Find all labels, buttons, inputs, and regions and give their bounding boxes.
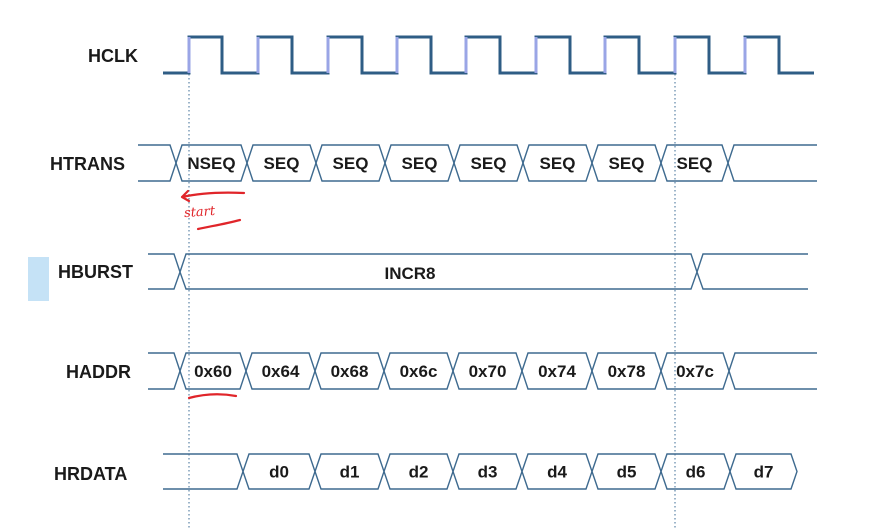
haddr-lead-segment (148, 352, 181, 390)
hrdata-cell-label: d4 (547, 463, 567, 482)
start-underline-stroke (196, 218, 242, 231)
haddr-cell-label: 0x74 (538, 362, 576, 381)
hburst-segment-incr8 (148, 253, 808, 290)
hrdata-cell-label: d6 (686, 463, 706, 482)
htrans-lead-segment (138, 144, 177, 182)
signal-label-htrans: HTRANS (50, 154, 125, 174)
hrdata-cell-label: d0 (269, 463, 289, 482)
htrans-trailing-segment (727, 144, 817, 182)
hrdata-cell-label: d5 (617, 463, 637, 482)
haddr-cell-label: 0x60 (194, 362, 232, 381)
haddr-cell-label: 0x68 (331, 362, 369, 381)
haddr-cell-label: 0x70 (469, 362, 507, 381)
hrdata-cell-label: d2 (409, 463, 429, 482)
hclk-waveform (163, 35, 814, 75)
start-annotation-text: start (184, 204, 217, 221)
hburst-value: INCR8 (384, 264, 435, 283)
htrans-cell-label: SEQ (609, 154, 645, 173)
signal-label-haddr: HADDR (66, 362, 131, 382)
htrans-cell-label: NSEQ (187, 154, 235, 173)
hrdata-idle-segment (163, 453, 244, 490)
start-arrow-stroke (180, 189, 246, 203)
hrdata-bus: d0 d1 d2 d3 d4 d5 d6 d7 (163, 453, 798, 490)
htrans-cell-label: SEQ (471, 154, 507, 173)
signal-label-hburst: HBURST (58, 262, 133, 282)
htrans-cell-label: SEQ (264, 154, 300, 173)
haddr-cell-label: 0x7c (676, 362, 714, 381)
hrdata-cell-label: d7 (754, 463, 774, 482)
signal-label-hrdata: HRDATA (54, 464, 127, 484)
hclk-clock-line (163, 35, 814, 75)
haddr-cell-label: 0x6c (400, 362, 438, 381)
htrans-cell-label: SEQ (333, 154, 369, 173)
hrdata-cell-label: d3 (478, 463, 498, 482)
haddr-cell-label: 0x64 (262, 362, 300, 381)
handwritten-annotations: start (180, 189, 246, 400)
slide-side-marker (28, 257, 49, 301)
htrans-cell-label: SEQ (540, 154, 576, 173)
haddr-trailing-segment (728, 352, 817, 390)
signal-label-hclk: HCLK (88, 46, 138, 66)
address-underline-stroke (187, 393, 238, 400)
haddr-bus: 0x60 0x64 0x68 0x6c 0x70 0x74 0x78 0x7c (148, 352, 817, 390)
htrans-cell-label: SEQ (402, 154, 438, 173)
htrans-bus: NSEQ SEQ SEQ SEQ SEQ SEQ SEQ SEQ (138, 144, 817, 182)
haddr-cell-label: 0x78 (608, 362, 646, 381)
hburst-bus: INCR8 (148, 253, 808, 290)
htrans-cell-label: SEQ (677, 154, 713, 173)
hrdata-cell-label: d1 (340, 463, 360, 482)
hrdata-segment (729, 453, 798, 490)
